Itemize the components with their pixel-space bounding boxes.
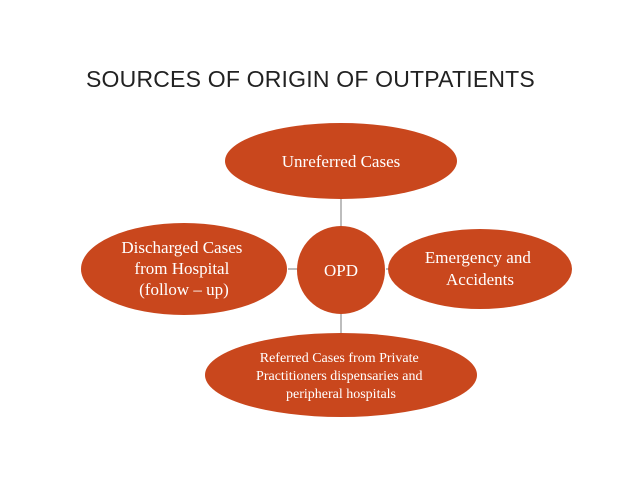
opd-label: OPD [324, 261, 358, 280]
discharged-cases-label: Discharged Cases from Hospital (follow –… [121, 238, 246, 299]
emergency-accidents-label: Emergency and Accidents [425, 248, 535, 289]
node-referred-cases [205, 333, 477, 417]
unreferred-cases-label: Unreferred Cases [282, 152, 400, 171]
page-title: SOURCES OF ORIGIN OF OUTPATIENTS [86, 66, 535, 92]
node-unreferred-cases [225, 123, 457, 199]
node-emergency-accidents [388, 229, 572, 309]
node-discharged-cases [81, 223, 287, 315]
referred-cases-label: Referred Cases from Private Practitioner… [256, 351, 426, 402]
node-opd [297, 226, 385, 314]
